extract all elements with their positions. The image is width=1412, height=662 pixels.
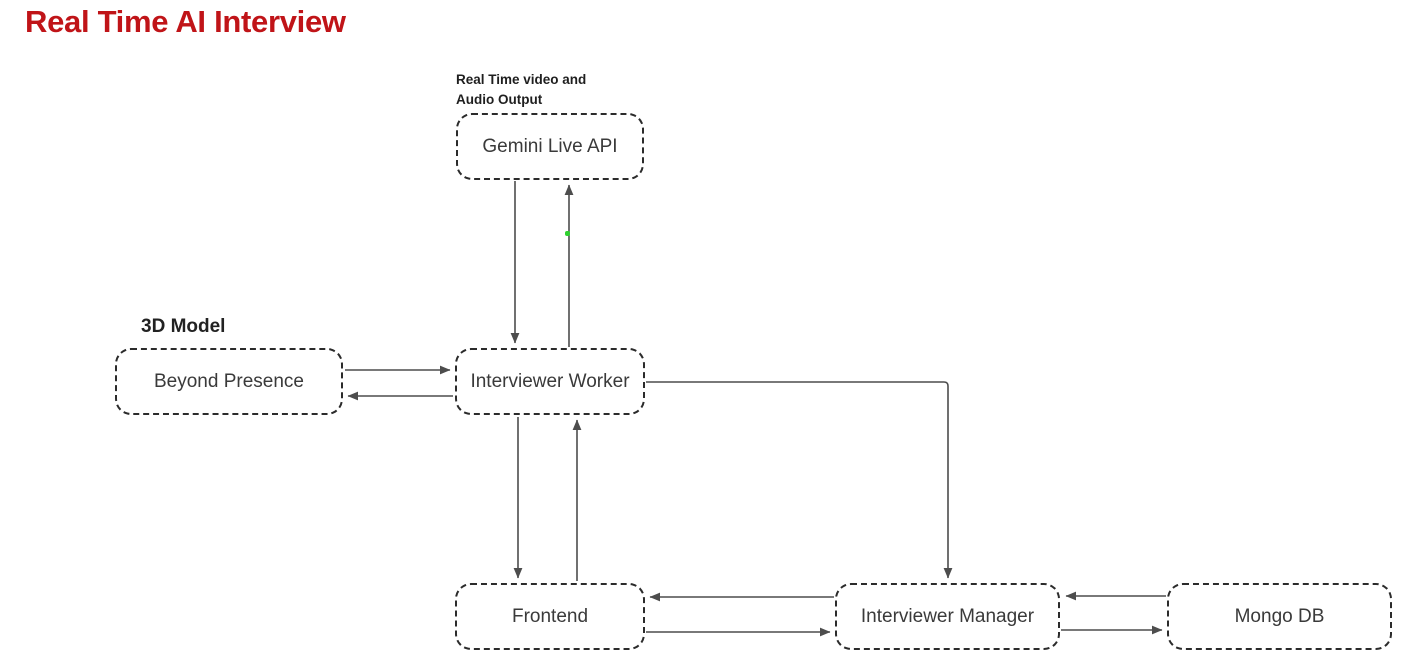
node-label: Mongo DB xyxy=(1234,605,1325,627)
node-label: Gemini Live API xyxy=(482,135,618,157)
node-gemini-live-api: Gemini Live API xyxy=(456,113,644,180)
page-title: Real Time AI Interview xyxy=(25,4,346,39)
caption-line: Audio Output xyxy=(456,92,543,107)
node-label: Frontend xyxy=(511,605,589,627)
green-dot-marker xyxy=(565,231,570,236)
caption-3d-model: 3D Model xyxy=(141,316,226,337)
node-label: Beyond Presence xyxy=(154,370,304,392)
caption-realtime-output: Real Time video and Audio Output xyxy=(456,70,586,110)
edge-worker-to-manager xyxy=(646,381,953,579)
node-interviewer-worker: Interviewer Worker xyxy=(455,348,645,415)
caption-line: Real Time video and xyxy=(456,72,587,87)
node-mongo-db: Mongo DB xyxy=(1167,583,1392,650)
node-label: Interviewer Manager xyxy=(860,605,1035,627)
node-label: Interviewer Worker xyxy=(470,370,630,392)
node-beyond-presence: Beyond Presence xyxy=(115,348,343,415)
node-interviewer-manager: Interviewer Manager xyxy=(835,583,1060,650)
node-frontend: Frontend xyxy=(455,583,645,650)
